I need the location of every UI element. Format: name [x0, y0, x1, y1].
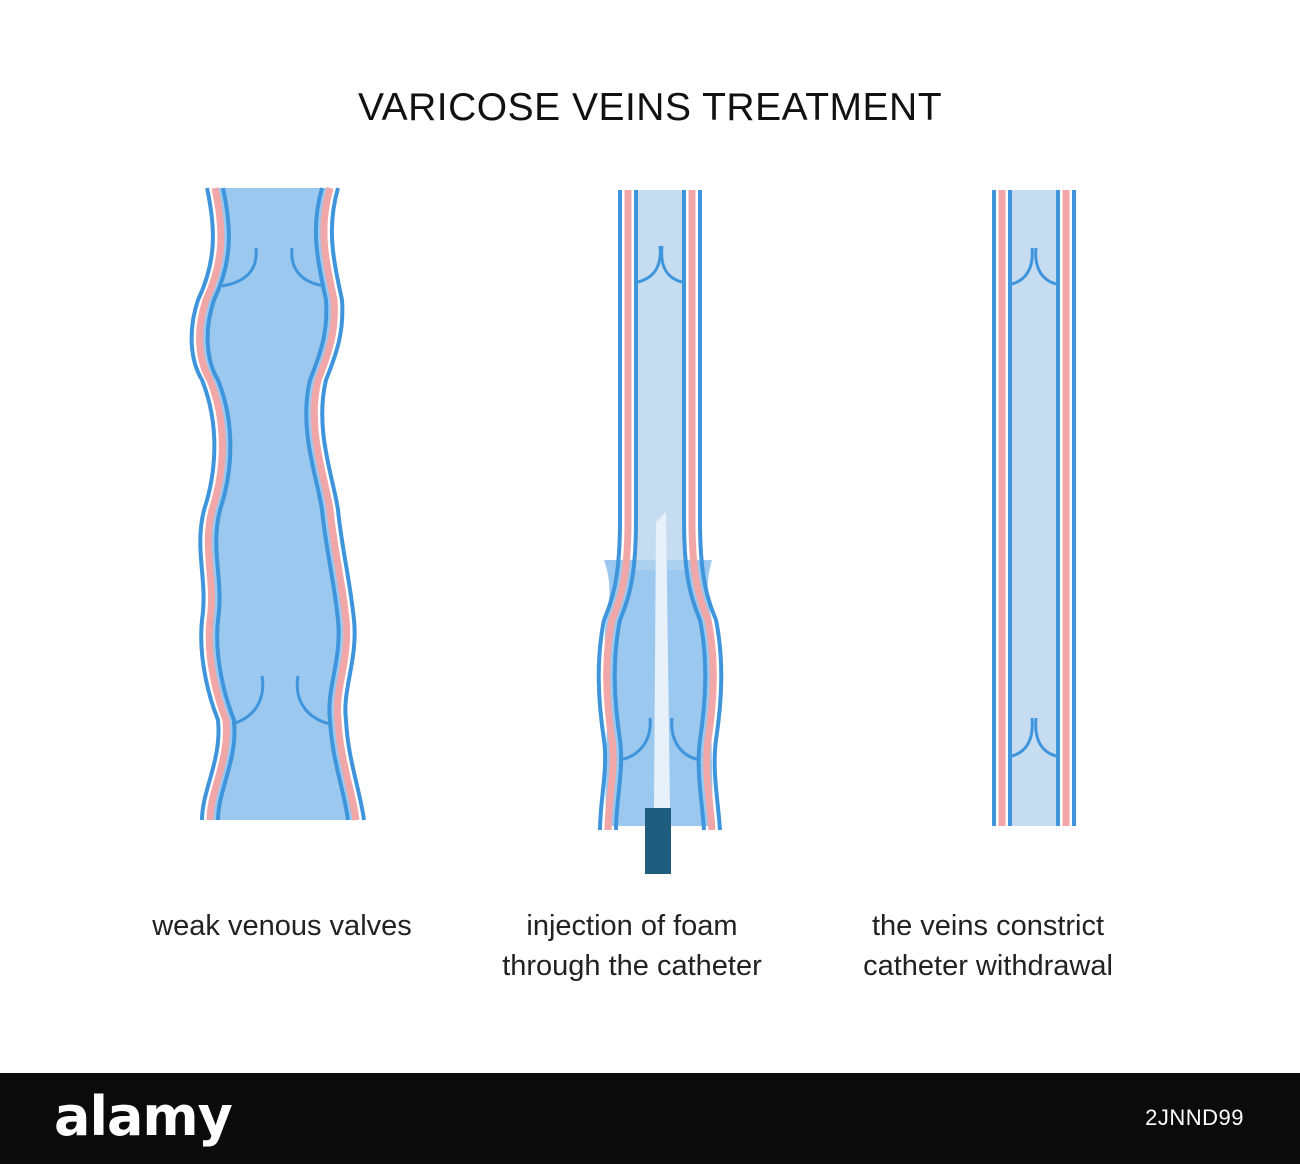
vein-weak-lumen — [199, 188, 356, 820]
vein-weak-left-wall-inner — [205, 187, 237, 821]
vein-foam-right-wall-inner — [682, 190, 708, 831]
vein-weak-left-wall-pink — [196, 187, 231, 821]
vein-foam-injection — [596, 190, 724, 874]
catheter-handle — [645, 808, 671, 874]
caption-line: through the catheter — [502, 950, 762, 982]
vein-foam-left-wall-pink — [603, 190, 632, 831]
varicose-veins-diagram: VARICOSE VEINS TREATMENT — [112, 86, 1158, 986]
vein-weak-valve-lower-right — [295, 675, 331, 726]
vein-weak-valve-upper-right — [290, 247, 325, 288]
caption-line: the veins constrict — [871, 910, 1105, 942]
stock-footer-bar: alamy 2JNND99 — [0, 1073, 1300, 1164]
caption-line: injection of foam — [526, 910, 738, 942]
vein-illustrations — [189, 187, 1076, 874]
vein-foam-right-wall-outer — [698, 190, 724, 831]
vein-weak-right-wall-pink — [310, 187, 360, 821]
catheter-tip — [654, 512, 670, 808]
vein-constricted-valve-upper-right — [1034, 247, 1057, 286]
vein-weak-right-wall-outer — [320, 187, 366, 821]
vein-constricted-valve-lower-right — [1034, 717, 1057, 758]
image-id: 2JNND99 — [1145, 1105, 1244, 1130]
caption-weak-venous-valves: weak venous valves — [112, 906, 452, 946]
vein-foam-left-wall-outer — [596, 190, 622, 831]
caption-line: weak venous valves — [152, 910, 412, 942]
vein-constricted-lumen — [1010, 190, 1058, 826]
alamy-logo: alamy — [54, 1085, 233, 1148]
vein-foam-left-wall-inner — [612, 190, 638, 831]
vein-weak-left-wall-outer — [189, 187, 221, 821]
caption-injection-of-foam: injection of foam through the catheter — [462, 906, 802, 986]
vein-foam-valve-lower-right — [670, 717, 701, 762]
caption-line: catheter withdrawal — [863, 950, 1113, 982]
vein-foam-valve-lower-left — [619, 717, 652, 762]
vein-weak-valve-lower-left — [231, 675, 265, 726]
vein-foam-right-wall-pink — [688, 190, 717, 831]
caption-veins-constrict: the veins constrict catheter withdrawal — [818, 906, 1158, 986]
vein-weak-right-wall-inner — [304, 187, 350, 821]
vein-foam-valve-upper-right — [660, 245, 683, 284]
vein-constricted-valve-upper-left — [1011, 247, 1034, 286]
vein-weak-valve-upper-left — [221, 247, 258, 288]
vein-constricted-valve-lower-left — [1011, 717, 1034, 758]
vein-constricted — [992, 190, 1076, 826]
diagram-title: VARICOSE VEINS TREATMENT — [357, 86, 943, 129]
vein-weak-valves — [189, 187, 366, 821]
